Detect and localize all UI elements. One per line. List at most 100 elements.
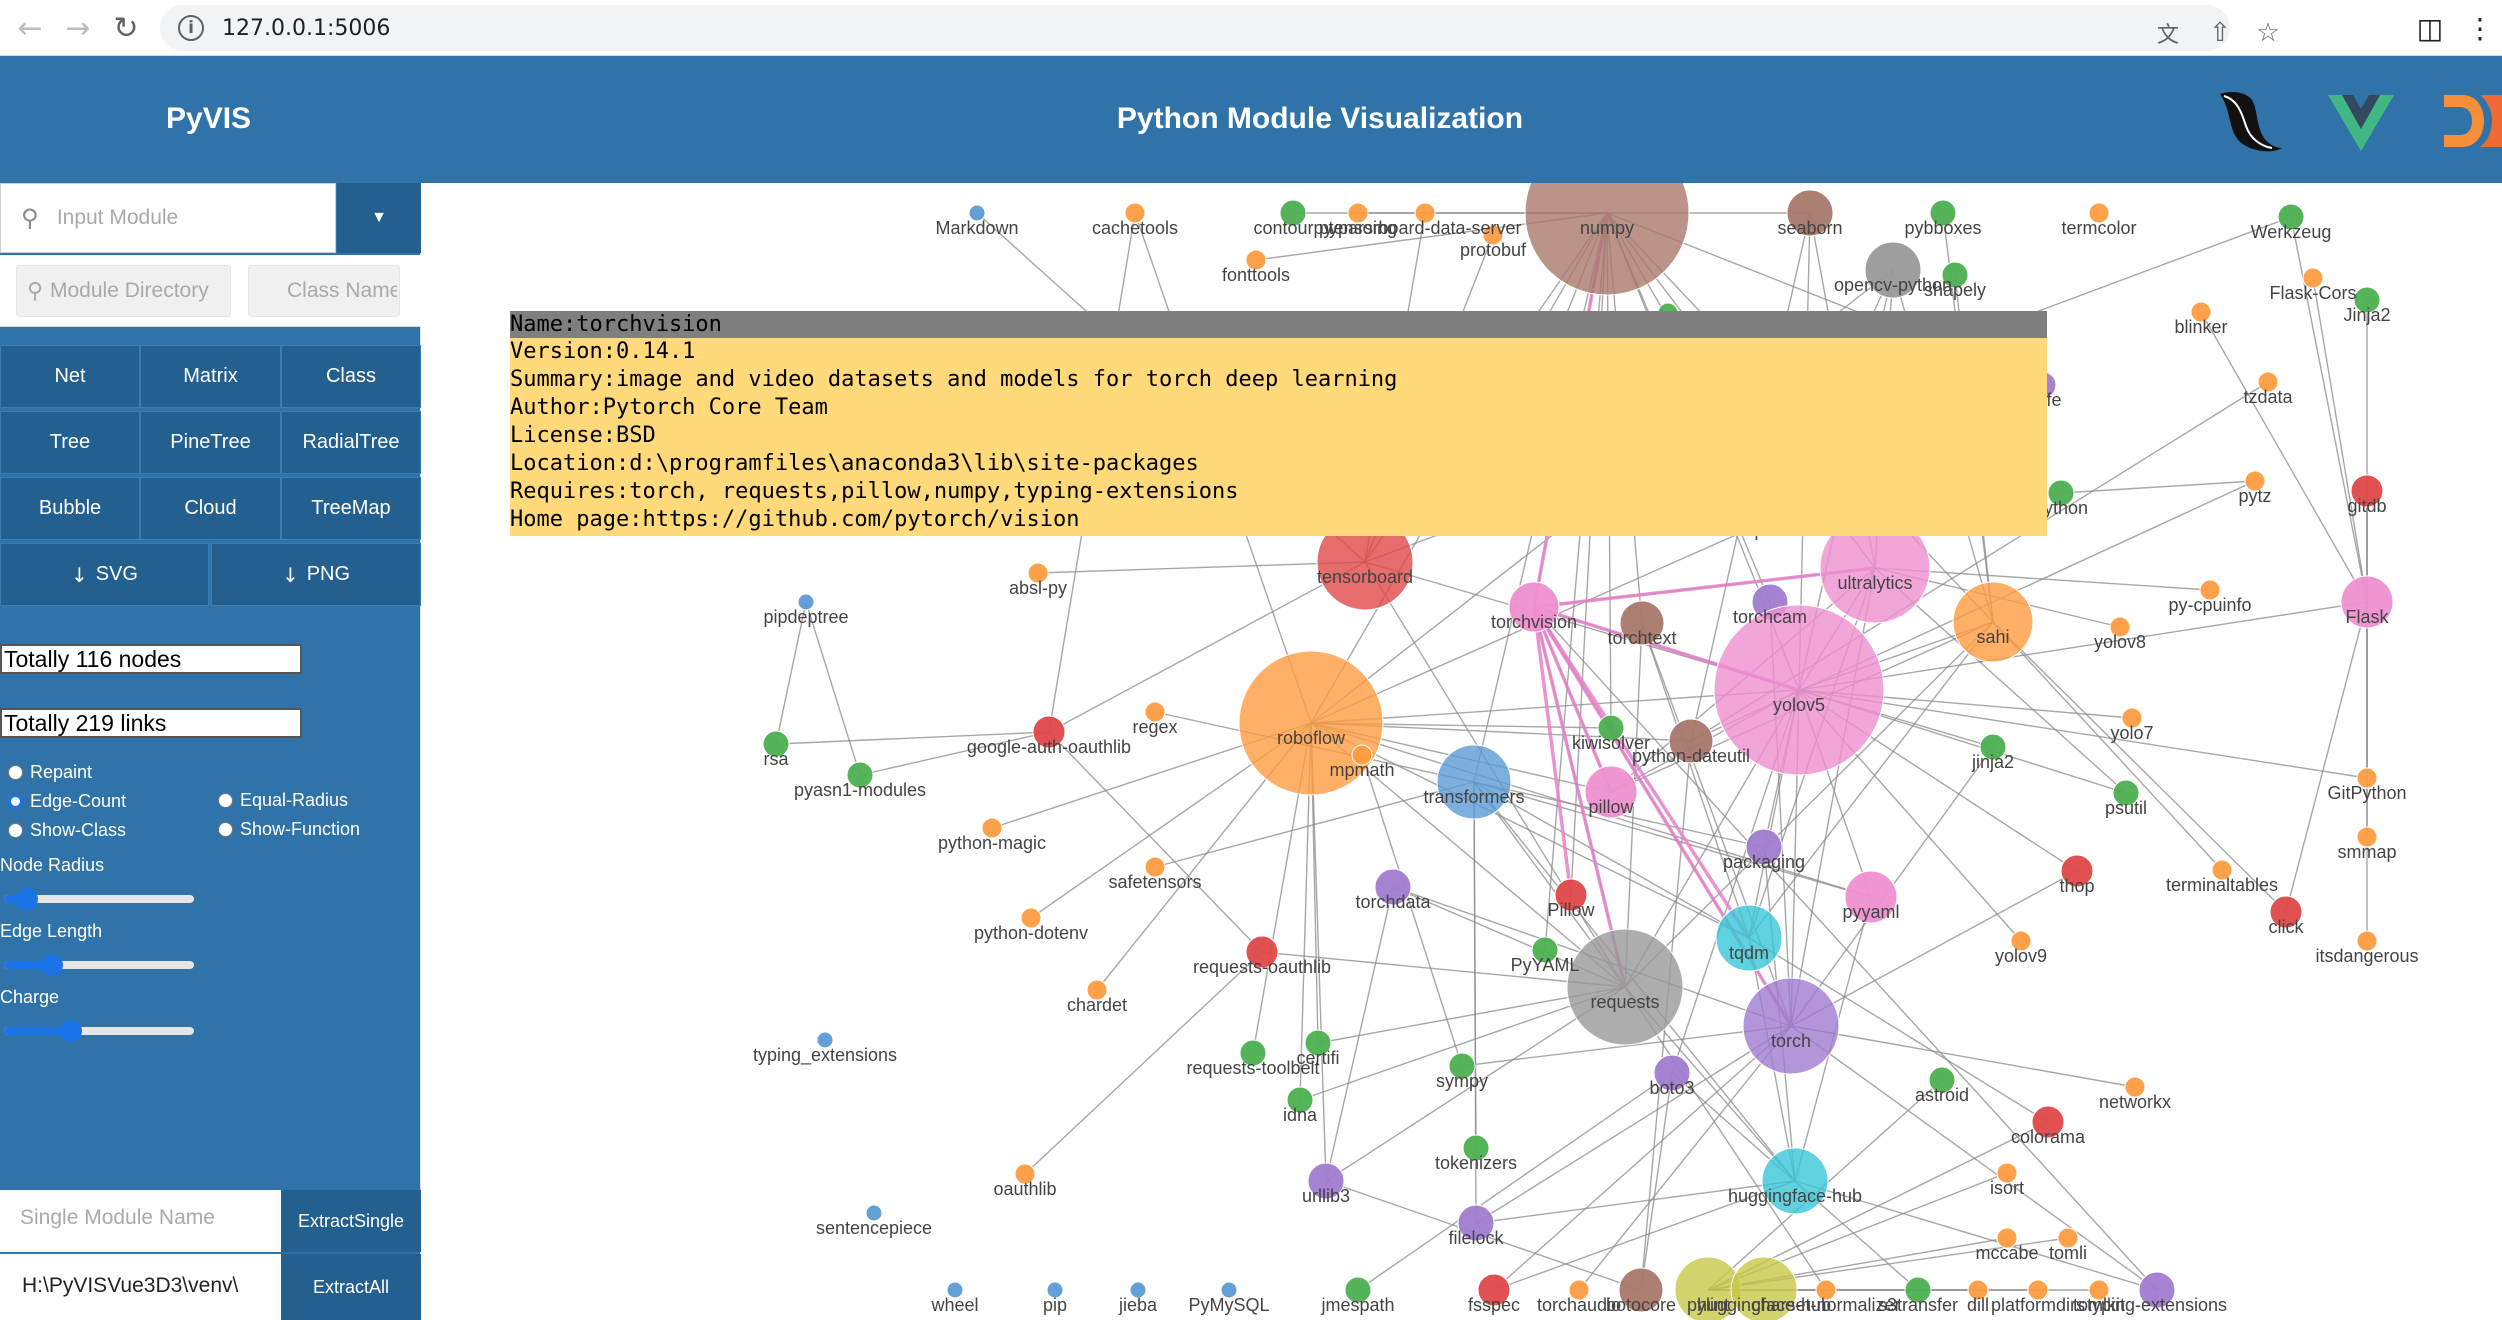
node-fonttools[interactable] — [1245, 249, 1267, 271]
translate-icon[interactable]: 文 — [2156, 23, 2179, 48]
forward-icon[interactable]: → — [65, 10, 91, 46]
extract-path-input[interactable] — [22, 1274, 272, 1298]
node-gitpython[interactable] — [2356, 767, 2378, 789]
node-jmespath[interactable] — [1344, 1276, 1372, 1304]
node-pycpuinfo[interactable] — [2199, 579, 2221, 601]
node-idna[interactable] — [1286, 1086, 1314, 1114]
node-radius-slider[interactable] — [4, 888, 194, 910]
node-pyparsing[interactable] — [1347, 202, 1369, 224]
single-module-input[interactable] — [20, 1206, 270, 1230]
treemap-button[interactable]: TreeMap — [281, 477, 421, 540]
node-regex[interactable] — [1144, 701, 1166, 723]
node-typing_ext2[interactable] — [2138, 1271, 2176, 1309]
node-pybboxes[interactable] — [1929, 199, 1957, 227]
node-jinja2[interactable] — [1979, 733, 2007, 761]
node-mccabe[interactable] — [1996, 1227, 2018, 1249]
node-seaborn[interactable] — [1786, 189, 1834, 237]
node-hugging[interactable] — [1730, 1256, 1798, 1320]
node-urllib3[interactable] — [1307, 1162, 1345, 1200]
node-pythondateutil[interactable] — [1668, 718, 1714, 764]
node-yolo7[interactable] — [2121, 707, 2143, 729]
node-flaskcors[interactable] — [2302, 267, 2324, 289]
node-tzdata[interactable] — [2257, 371, 2279, 393]
edge-count-option[interactable]: Edge-Count — [8, 791, 126, 812]
node-sentencepiece[interactable] — [865, 1204, 883, 1222]
node-tensorboard_ds[interactable] — [1414, 202, 1436, 224]
node-shapely[interactable] — [1941, 261, 1969, 289]
node-kiwisolver[interactable] — [1597, 714, 1625, 742]
node-dill[interactable] — [1967, 1279, 1989, 1301]
download-svg-button[interactable]: ↓ SVG — [0, 543, 209, 606]
class-button[interactable]: Class — [281, 345, 421, 408]
share-icon[interactable]: ⇧ — [2209, 18, 2231, 48]
node-cachetools[interactable] — [1124, 202, 1146, 224]
node-reqtoolbelt[interactable] — [1239, 1039, 1267, 1067]
module-dropdown-button[interactable]: ▼ — [337, 183, 421, 253]
node-dotenv[interactable] — [1020, 907, 1042, 929]
node-platformdirs[interactable] — [2027, 1279, 2049, 1301]
extract-all-button[interactable]: ExtractAll — [281, 1254, 421, 1320]
node-chardet[interactable] — [1086, 979, 1108, 1001]
module-input[interactable] — [56, 206, 335, 230]
node-isort[interactable] — [1996, 1162, 2018, 1184]
node-torchdata[interactable] — [1374, 868, 1412, 906]
node-safetensors[interactable] — [1144, 856, 1166, 878]
node-jieba[interactable] — [1129, 1281, 1147, 1299]
edge-length-slider[interactable] — [4, 954, 194, 976]
node-charsetnorm[interactable] — [1815, 1279, 1837, 1301]
node-wheel[interactable] — [946, 1281, 964, 1299]
node-flask[interactable] — [2340, 575, 2394, 629]
node-reqoauth[interactable] — [1245, 935, 1279, 969]
node-click[interactable] — [2269, 895, 2303, 929]
node-absl[interactable] — [1027, 562, 1049, 584]
node-python_dt2[interactable] — [2047, 479, 2075, 507]
node-tomlkit[interactable] — [2088, 1279, 2110, 1301]
repaint-option[interactable]: Repaint — [8, 762, 92, 783]
node-werkzeug[interactable] — [2277, 203, 2305, 231]
address-bar[interactable]: i 127.0.0.1:5006 文 ⇧ ☆ — [160, 5, 2280, 51]
node-requests[interactable] — [1566, 928, 1684, 1046]
node-pillow2[interactable] — [1554, 878, 1588, 912]
show-function-option[interactable]: Show-Function — [218, 819, 360, 840]
node-filelock[interactable] — [1457, 1204, 1495, 1242]
node-protobuf[interactable] — [1482, 224, 1504, 246]
node-pyasn1[interactable] — [846, 761, 874, 789]
node-pip[interactable] — [1046, 1281, 1064, 1299]
cloud-button[interactable]: Cloud — [140, 477, 281, 540]
node-packaging[interactable] — [1745, 828, 1783, 866]
charge-slider[interactable] — [4, 1020, 194, 1042]
module-directory-input[interactable] — [50, 279, 230, 303]
node-pillow[interactable] — [1584, 765, 1638, 819]
reload-icon[interactable]: ↻ — [113, 10, 139, 46]
node-rsa[interactable] — [762, 730, 790, 758]
node-astroid[interactable] — [1928, 1066, 1956, 1094]
node-yolov8[interactable] — [2109, 616, 2131, 638]
node-termcolor[interactable] — [2088, 202, 2110, 224]
node-terminaltables[interactable] — [2211, 859, 2233, 881]
slider-handle[interactable] — [40, 954, 63, 976]
node-pyyaml2[interactable] — [1844, 870, 1898, 924]
node-pyyaml[interactable] — [1531, 936, 1559, 964]
node-oauthlib[interactable] — [1014, 1163, 1036, 1185]
net-button[interactable]: Net — [0, 345, 140, 408]
node-colorama[interactable] — [2031, 1105, 2065, 1139]
slider-handle[interactable] — [15, 888, 38, 910]
site-info-icon[interactable]: i — [178, 15, 204, 41]
node-gitdb[interactable] — [2350, 474, 2384, 508]
node-torch[interactable] — [1742, 977, 1840, 1075]
class-name-input[interactable] — [287, 279, 397, 303]
extract-single-button[interactable]: ExtractSingle — [281, 1190, 421, 1252]
node-networkx[interactable] — [2124, 1076, 2146, 1098]
node-pytz[interactable] — [2244, 470, 2266, 492]
node-boto3[interactable] — [1653, 1054, 1691, 1092]
node-torchvision[interactable] — [1508, 581, 1560, 633]
matrix-button[interactable]: Matrix — [140, 345, 281, 408]
node-yolov9[interactable] — [2010, 930, 2032, 952]
slider-handle[interactable] — [59, 1020, 82, 1042]
node-fsspec[interactable] — [1477, 1273, 1511, 1307]
node-tokenizers[interactable] — [1462, 1134, 1490, 1162]
node-mpmath[interactable] — [1351, 744, 1373, 766]
node-torchtext[interactable] — [1619, 600, 1665, 646]
node-jinja2b[interactable] — [2353, 286, 2381, 314]
